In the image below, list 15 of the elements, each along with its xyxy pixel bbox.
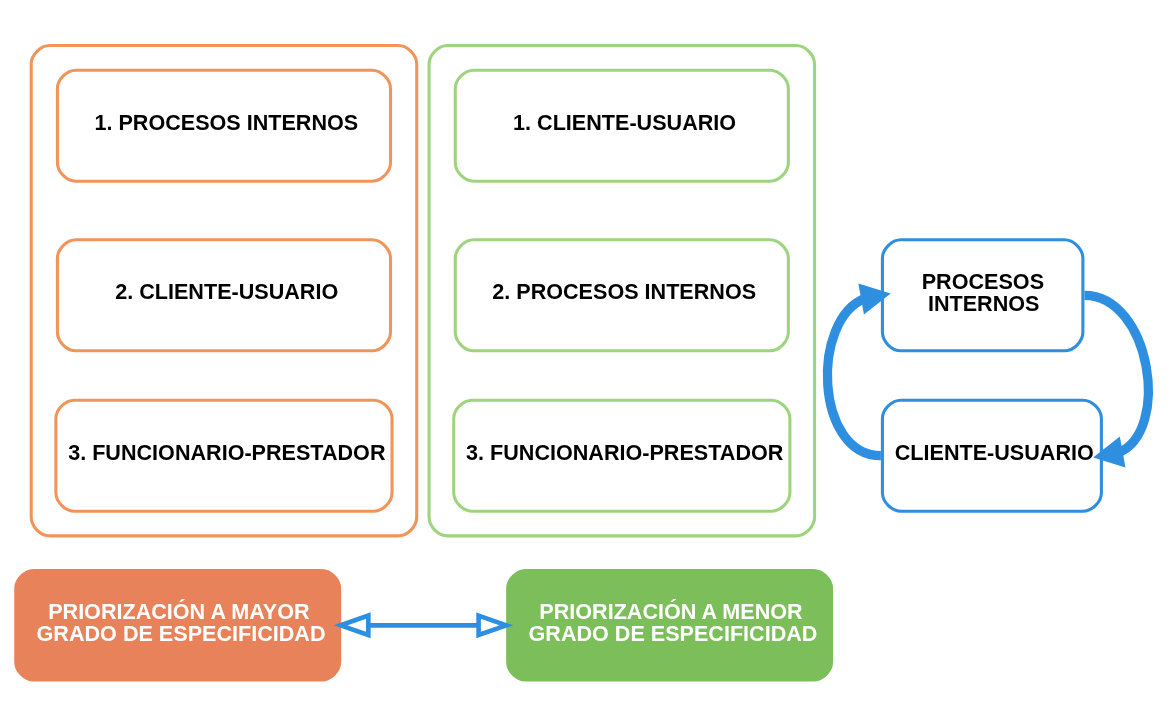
node-box: 3. FUNCIONARIO-PRESTADOR	[54, 398, 394, 513]
node-box: PROCESOS INTERNOS	[880, 238, 1085, 353]
node-box: 3. FUNCIONARIO-PRESTADOR	[452, 398, 792, 513]
arrow	[823, 283, 891, 461]
node-box: 1. PROCESOS INTERNOS	[55, 68, 393, 183]
arrow	[1083, 290, 1153, 468]
node-box: CLIENTE-USUARIO	[880, 398, 1103, 513]
node-box: 2. CLIENTE-USUARIO	[55, 238, 393, 353]
arrow	[333, 612, 514, 639]
node-box: PRIORIZACIÓN A MENOR GRADO DE ESPECIFICIDAD	[506, 569, 834, 682]
cluster	[427, 43, 817, 538]
node-box: 2. PROCESOS INTERNOS	[453, 238, 790, 353]
cluster	[29, 43, 419, 538]
node-box: 1. CLIENTE-USUARIO	[453, 68, 790, 183]
node-box: PRIORIZACIÓN A MAYOR GRADO DE ESPECIFICIDAD	[14, 569, 342, 682]
